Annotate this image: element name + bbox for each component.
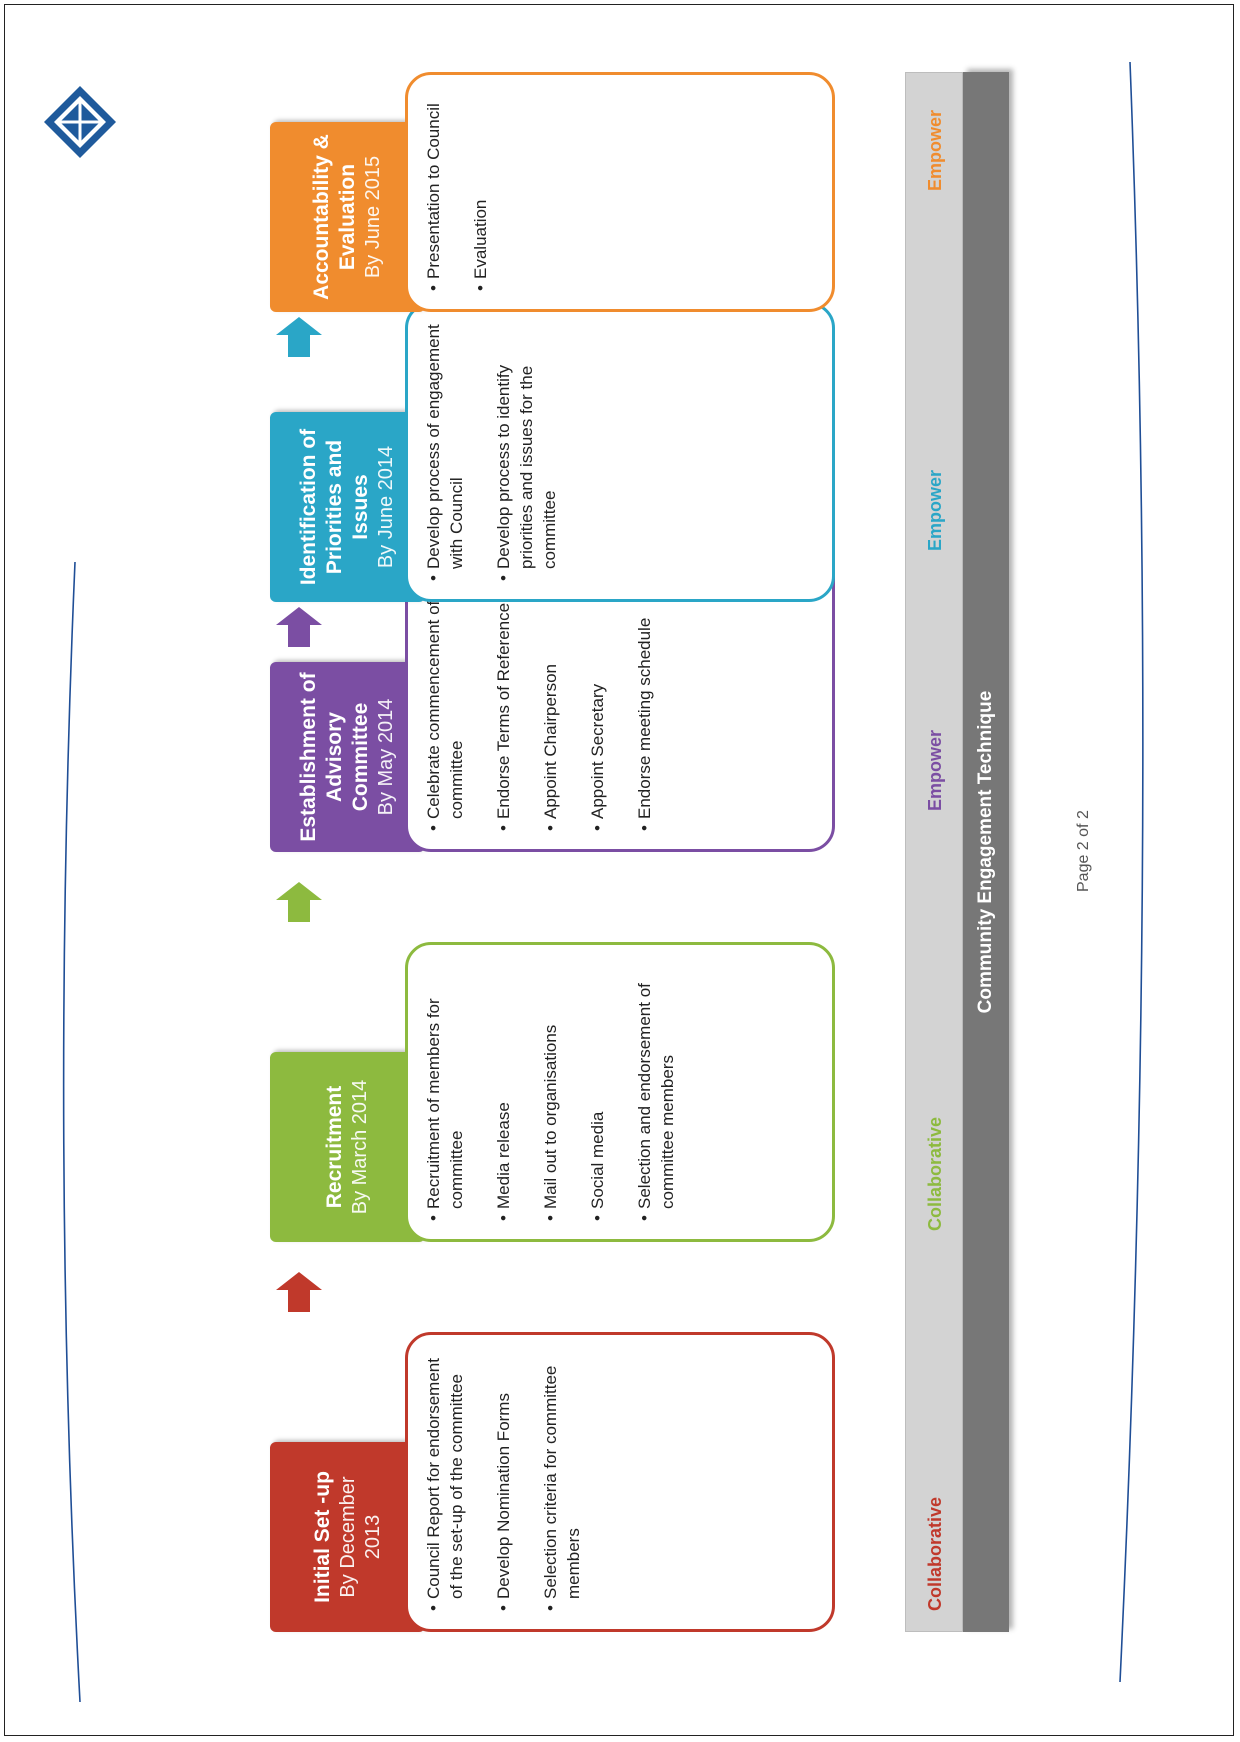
stage-4-header: Identification of Priorities and Issues …	[270, 412, 425, 602]
council-logo-icon	[40, 82, 120, 162]
stage-4-tasks: Develop process of engagement with Counc…	[405, 302, 835, 602]
stage-4-date: By June 2014	[375, 445, 397, 569]
level-label: Empower	[925, 109, 945, 191]
technique-title-band: Community Engagement Technique	[963, 72, 1009, 1632]
task-item: Recruitment of members for committee	[422, 963, 468, 1221]
level-label: Collaborative	[925, 1116, 945, 1231]
stage-1-title: Initial Set -up	[310, 1471, 334, 1603]
stage-1-tasks: Council Report for endorsement of the se…	[405, 1332, 835, 1632]
arrow-1-icon	[276, 1272, 322, 1312]
task-item: Presentation to Council	[422, 93, 445, 291]
task-item: Develop process to identify priorities a…	[492, 323, 561, 581]
level-label: Collaborative	[925, 1496, 945, 1611]
task-item: Selection and endorsement of committee m…	[633, 963, 679, 1221]
task-item: Develop Nomination Forms	[492, 1353, 515, 1611]
stage-2-title: Recruitment	[323, 1085, 346, 1209]
task-item: Social media	[586, 963, 609, 1221]
task-item: Council Report for endorsement of the se…	[422, 1353, 468, 1611]
stage-2-header: Recruitment By March 2014	[270, 1052, 425, 1242]
task-item: Mail out to organisations	[539, 963, 562, 1221]
stage-5-date: By June 2015	[362, 155, 384, 279]
level-label: Empower	[925, 729, 945, 811]
arrow-4-icon	[276, 317, 322, 357]
task-item: Media release	[492, 963, 515, 1221]
stage-5-title: Accountability & Evaluation	[310, 134, 359, 300]
task-item: Develop process of engagement with Counc…	[422, 323, 468, 581]
stage-4-title: Identification of Priorities and Issues	[297, 428, 372, 586]
page-number: Page 2 of 2	[1075, 810, 1092, 892]
arrow-2-icon	[276, 882, 322, 922]
stage-1-header: Initial Set -up By December 2013	[270, 1442, 425, 1632]
stage-1-date: By December 2013	[336, 1476, 384, 1598]
technique-title: Community Engagement Technique	[975, 690, 996, 1014]
task-item: Appoint Secretary	[586, 573, 609, 831]
level-label: Empower	[925, 469, 945, 551]
page-border	[4, 4, 1234, 1736]
stage-5-header: Accountability & Evaluation By June 2015	[270, 122, 425, 312]
stage-3-title: Establishment of Advisory Committee	[297, 672, 372, 842]
stage-3-header: Establishment of Advisory Committee By M…	[270, 662, 425, 852]
task-item: Endorse meeting schedule	[633, 573, 656, 831]
task-item: Celebrate commencement of committee	[422, 573, 468, 831]
task-item: Endorse Terms of Reference	[492, 573, 515, 831]
stage-3-date: By May 2014	[375, 698, 397, 816]
task-item: Appoint Chairperson	[539, 573, 562, 831]
task-item: Evaluation	[469, 93, 492, 291]
stage-5-tasks: Presentation to Council Evaluation	[405, 72, 835, 312]
stage-2-tasks: Recruitment of members for committee Med…	[405, 942, 835, 1242]
arrow-3-icon	[276, 607, 322, 647]
task-item: Selection criteria for committee members	[539, 1353, 585, 1611]
stage-2-date: By March 2014	[349, 1079, 371, 1215]
engagement-levels-band: Collaborative Collaborative Empower Empo…	[905, 72, 963, 1632]
